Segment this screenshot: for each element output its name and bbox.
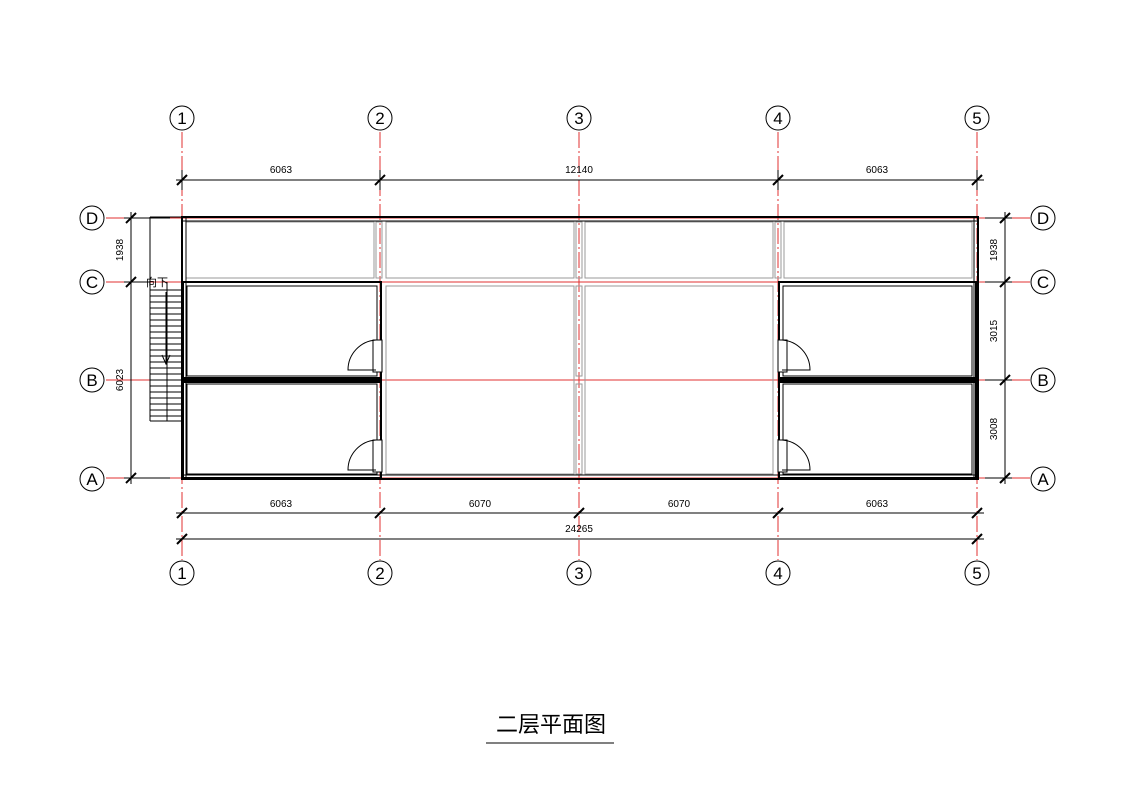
dim-bottom-3: 6070: [668, 499, 691, 510]
doors: [347, 339, 811, 473]
svg-text:2: 2: [375, 109, 384, 128]
door-left-upper: [347, 339, 383, 373]
axis-bubble-top-1: 1: [169, 105, 195, 131]
svg-text:1: 1: [177, 564, 186, 583]
axis-bubble-bottom-1: 1: [169, 560, 195, 586]
axis-bubble-bottom-4: 4: [765, 560, 791, 586]
axis-bubble-right-A: A: [1030, 466, 1056, 492]
svg-text:3: 3: [574, 109, 583, 128]
axis-bubble-top-3: 3: [566, 105, 592, 131]
svg-text:1: 1: [177, 109, 186, 128]
dim-right-3: 3008: [989, 417, 1000, 440]
outer-wall: [181, 216, 979, 480]
room-left-upper: [182, 281, 382, 381]
axis-bubble-left-C: C: [79, 269, 105, 295]
room-right-upper: [778, 281, 977, 381]
dim-top-2: 12140: [565, 165, 593, 176]
axis-bubble-bottom-5: 5: [964, 560, 990, 586]
dim-left-1: 1938: [115, 238, 126, 261]
svg-text:D: D: [86, 209, 98, 228]
door-right-lower: [777, 439, 811, 473]
axis-bubble-right-D: D: [1030, 205, 1056, 231]
dimension-lines: [124, 170, 1012, 545]
axis-bubble-bottom-2: 2: [367, 560, 393, 586]
axis-bubble-top-4: 4: [765, 105, 791, 131]
axis-bubble-bottom-3: 3: [566, 560, 592, 586]
door-left-lower: [347, 439, 383, 473]
room-left-lower: [182, 379, 382, 479]
svg-text:5: 5: [972, 564, 981, 583]
walls: [181, 216, 979, 480]
svg-text:C: C: [1037, 273, 1049, 292]
dim-bottom-1: 6063: [270, 499, 293, 510]
svg-text:5: 5: [972, 109, 981, 128]
axis-bubble-right-B: B: [1030, 367, 1056, 393]
dimension-labels: 6063 12140 6063 6063 6070 6070 6063 2426…: [115, 165, 1000, 535]
dim-right-1: 1938: [989, 238, 1000, 261]
svg-text:C: C: [86, 273, 98, 292]
svg-text:B: B: [86, 371, 97, 390]
dim-top-1: 6063: [270, 165, 293, 176]
room-right-lower: [778, 379, 977, 479]
axis-bubbles: 1 2 3 4 5 1 2 3 4 5 D C B A D C B A: [79, 105, 1056, 586]
axis-bubble-left-D: D: [79, 205, 105, 231]
dim-bottom-2: 6070: [469, 499, 492, 510]
svg-text:A: A: [86, 470, 98, 489]
dim-left-2: 6023: [115, 368, 126, 391]
axis-bubble-left-A: A: [79, 466, 105, 492]
axis-lines: [106, 132, 1030, 560]
svg-text:3: 3: [574, 564, 583, 583]
dim-right-2: 3015: [989, 319, 1000, 342]
svg-text:4: 4: [773, 109, 782, 128]
dim-top-3: 6063: [866, 165, 889, 176]
svg-text:4: 4: [773, 564, 782, 583]
stair-label: 向下: [146, 275, 168, 289]
svg-text:A: A: [1037, 470, 1049, 489]
dim-bottom-4: 6063: [866, 499, 889, 510]
corridor-partitions: [185, 221, 973, 475]
svg-text:B: B: [1037, 371, 1048, 390]
drawing-title: 二层平面图: [496, 713, 606, 738]
axis-bubble-right-C: C: [1030, 269, 1056, 295]
axis-bubble-top-5: 5: [964, 105, 990, 131]
staircase: 向下: [146, 216, 182, 422]
svg-text:D: D: [1037, 209, 1049, 228]
dim-total: 24265: [565, 524, 593, 535]
svg-text:2: 2: [375, 564, 384, 583]
door-right-upper: [777, 339, 811, 373]
axis-bubble-left-B: B: [79, 367, 105, 393]
axis-bubble-top-2: 2: [367, 105, 393, 131]
